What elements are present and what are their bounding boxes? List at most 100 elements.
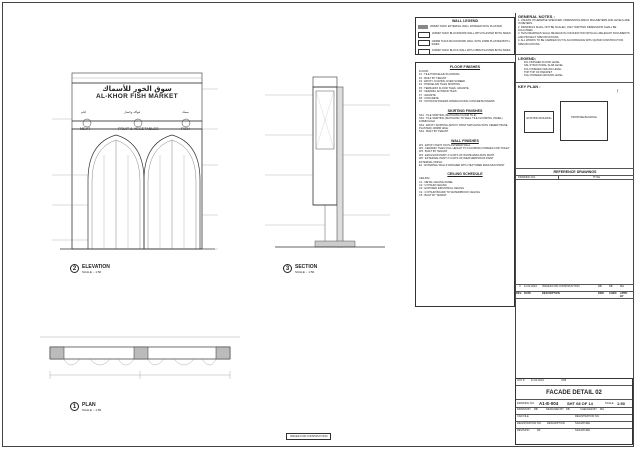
wall-finishes-title: WALL FINISHES xyxy=(451,138,479,143)
lpo-label: LPO #: xyxy=(517,379,526,382)
rev-cell: 0 xyxy=(519,285,521,288)
skirting-finish-item: SK2 : TILE SKIRTING (MATCHING TO WALL TI… xyxy=(419,116,503,124)
wall-legend-item: 200MM THICK EXTERNAL WALL FINISHED WITH … xyxy=(430,25,502,28)
job-label: JOB xyxy=(561,379,567,382)
signature-label: SIGNATURE xyxy=(575,422,590,425)
section-number-badge: 3 xyxy=(283,264,292,273)
sheet-no: SHT 08 OF 14 xyxy=(567,400,593,406)
finishes-box: FLOOR FINISHES FLOOR: F1 : TILE PORCELAI… xyxy=(415,62,515,307)
floor-finish-item: F7 : GRANITE xyxy=(419,93,436,97)
ceiling-item: C4 : GYPSUM BOARD TO WATERPROOF CEILING xyxy=(419,190,481,194)
key-plan-section: KEY PLAN : EXISTING BUILDING PROPOSE BUI… xyxy=(516,83,634,169)
right-info-panel: GENERAL NOTES : 1. UNLESS OTHERWISE SPEC… xyxy=(515,13,634,445)
legend-item: FCL FINISHED CEILING LEVEL xyxy=(524,67,562,71)
reference-drawings: REFERENCE DRAWINGS DRAWING NO. TITLE xyxy=(516,169,634,285)
wall-finish-item: W2 : CERAMIC TILES FULL HEIGHT TO FLOORI… xyxy=(419,147,510,151)
general-note: 3. THIS DRAWINGS SHALL BE READ IN CONJUN… xyxy=(518,32,630,39)
wall-legend-box: WALL LEGEND 200MM THICK EXTERNAL WALL FI… xyxy=(415,17,515,56)
floor-finish-item: F6 : CERAMIC ANTISKID TILES xyxy=(419,90,457,94)
ref-col-drawing-no: DRAWING NO. xyxy=(516,176,559,180)
ceiling-item: C2 : GYPSUM CEILING xyxy=(419,183,447,187)
wall-legend-item: 100MM THICK BLOCK WALL WITH 15MM PLASTER… xyxy=(432,49,511,53)
meat-label: MEAT xyxy=(80,127,91,131)
existing-building: EXISTING BUILDING xyxy=(524,111,554,133)
floor-finish-item: FLOOR: xyxy=(419,70,429,73)
rev-cell: RB xyxy=(598,285,602,288)
elevation-number-badge: 2 xyxy=(70,264,79,273)
revision-value: R0 xyxy=(537,429,541,432)
plan-view xyxy=(30,325,250,390)
skirting-finish-item: SK4 : BUILT BY TENANT xyxy=(419,130,449,134)
floor-finish-item: F2 : BUILT BY TENANT xyxy=(419,76,447,80)
drawing-title: FACADE DETAIL 02 xyxy=(516,386,632,400)
scale-label: SCALE xyxy=(605,401,614,405)
general-notes: GENERAL NOTES : 1. UNLESS OTHERWISE SPEC… xyxy=(516,13,634,55)
wall-legend-item: 200MM THICK BLOCKWORK WALL WITH PLASTER … xyxy=(432,31,511,35)
drawn-by-label: DRAWN BY xyxy=(517,408,531,411)
drawing-no: A1-E-004 xyxy=(539,400,559,406)
floor-finish-item: F8 : CONCRETE xyxy=(419,96,439,100)
title-block: LPO #: 11.02.2024 JOB FACADE DETAIL 02 D… xyxy=(515,378,633,445)
lpo-value: 11.02.2024 xyxy=(531,379,544,382)
wall-finish-item: E1 : EXTERNAL WALLS FINISHED WITH TEXTUR… xyxy=(419,163,505,167)
legend-item: SSL STRUCTURAL SLAB LEVEL xyxy=(524,64,564,68)
rev-header: DRN xyxy=(598,292,604,295)
wall-finish-item: W5 : EXTERNAL PAINT 2 COATS OF WEATHERPR… xyxy=(419,157,494,161)
revision-label: REVISION xyxy=(517,429,530,432)
ceiling-schedule-title: CEILING SCHEDULE xyxy=(447,172,483,177)
floor-finish-item: F9 : OUTDOOR PAVERS INTERLOCKING CONCRET… xyxy=(419,100,495,104)
rev-header: CHKD xyxy=(609,292,617,295)
fruit-label: FRUIT & VEGETABLES xyxy=(118,127,159,131)
section-title: SECTION xyxy=(295,264,318,270)
cad-file-label: CAD FILE xyxy=(517,415,529,418)
floor-finish-item: F3 : EPOXY COATING OVER SCREED xyxy=(419,80,466,84)
rev-cell: ISSUED FOR CONSTRUCTION xyxy=(542,285,580,288)
ceiling-item: C5 : BUILT BY TENANT xyxy=(419,194,447,198)
legend-item: FFL FINISHED FLOOR LEVEL xyxy=(524,61,560,64)
fruit-label-ar: فواكه وخضار xyxy=(124,110,141,114)
elevation-scale: SCALE :- 1:50 xyxy=(82,270,102,274)
fish-label-ar: سمك xyxy=(182,110,189,114)
checked-by-label: CHECKED BY xyxy=(580,408,597,411)
drawing-no-label: DRAWING NO. xyxy=(517,401,535,405)
ceiling-item: C1 : METAL CEILING PANEL xyxy=(419,180,453,184)
plan-title: PLAN xyxy=(82,402,96,408)
plan-scale: SCALE :- 1:50 xyxy=(82,408,102,412)
drawn-by: RB xyxy=(534,408,538,411)
plan-number-badge: 1 xyxy=(70,402,79,411)
checked-by: MG xyxy=(600,408,605,411)
floor-finish-item: F1 : TILE PORCELAIN FLOORING xyxy=(419,73,460,77)
meat-label-ar: لحم xyxy=(81,110,86,114)
drawing-sheet xyxy=(2,2,634,447)
rev-header: REV. xyxy=(516,292,522,295)
wall-finish-item: EXTERNAL FINISH: xyxy=(419,160,443,164)
signature-label-2: SIGNATURE xyxy=(575,429,590,432)
plan-drawing xyxy=(40,336,240,379)
designed-by-label: DESIGNED BY xyxy=(546,408,564,411)
issued-for-construction-label: ISSUED FOR CONSTRUCTION xyxy=(286,433,332,441)
wall-legend-item: 100MM THICK BLOCKWORK WALL WITH 15MM PLA… xyxy=(431,40,510,47)
proposed-building: PROPOSE BUILDING xyxy=(560,101,608,141)
rev-cell: DB xyxy=(609,285,613,288)
elevation-title: ELEVATION xyxy=(82,264,110,270)
north-arrow-icon: ↑ xyxy=(616,89,619,95)
legend-title: LEGEND: xyxy=(518,56,536,61)
rev-cell: MG xyxy=(620,285,625,288)
floor-finish-item: F5 : TERRAZZO FLOOR TILES, GRANITE xyxy=(419,86,469,90)
legend-section: LEGEND: FFL FINISHED FLOOR LEVEL SSL STR… xyxy=(516,55,634,83)
revision-table: 0 11.02.2024 ISSUED FOR CONSTRUCTION RB … xyxy=(516,285,634,307)
registration-no-label: REGISTRATION NO. xyxy=(517,422,542,425)
ceiling-item: C3 : EXPOSED INDUSTRIAL CEILING xyxy=(419,187,465,191)
fish-label: FISH xyxy=(181,127,190,131)
registration-label: REGISTRATION NO. xyxy=(575,415,600,418)
elevation-drawing xyxy=(52,72,218,250)
key-plan-title: KEY PLAN : xyxy=(518,84,541,89)
floor-finishes-title: FLOOR FINISHES xyxy=(449,65,481,69)
ceiling-item: CEILING: xyxy=(419,177,431,181)
signage-arabic: سوق الخور للأسماك xyxy=(102,85,172,93)
rev-header: DESCRIPTION xyxy=(542,292,560,295)
wall-legend-title: WALL LEGEND xyxy=(451,19,479,23)
wall-finish-item: W1 : EPOXY PAINT ON PLASTERED WALL xyxy=(419,143,471,147)
legend-item: TOP TOP OF PARAPET xyxy=(524,71,553,75)
skirting-finish-item: SK1 : TILE SKIRTING (MATCHING FLOOR TILE… xyxy=(419,113,477,117)
